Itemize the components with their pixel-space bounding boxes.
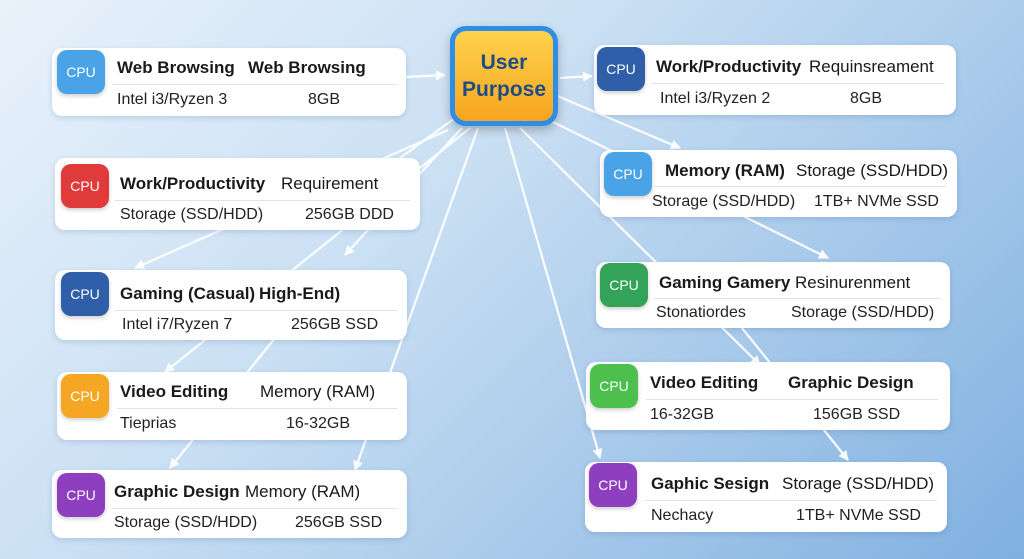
card-row2-left: Storage (SSD/HDD) [652,193,796,210]
card-row2-left: 16-32GB [650,406,715,423]
card-title-extra: Requinsreament [809,57,934,76]
card-divider [112,508,397,509]
cpu-badge: CPU [604,152,652,196]
right-card-memory: CPU Memory (RAM) Storage (SSD/HDD) Stora… [600,150,957,217]
cpu-badge: CPU [61,164,109,208]
cpu-badge: CPU [589,463,637,507]
card-title: Work/Productivity [656,57,802,76]
right-card-graphic-design: CPU Gaphic Sesign Storage (SSD/HDD) Nech… [585,462,947,532]
hub-label-line2: Purpose [461,78,547,101]
card-row2-left: Storage (SSD/HDD) [114,514,258,531]
cpu-badge: CPU [590,364,638,408]
user-purpose-node: User Purpose [450,26,558,126]
card-title-extra: Graphic Design [788,373,914,392]
cpu-badge: CPU [57,50,105,94]
card-title-extra: High-End) [259,284,341,303]
card-title-extra: Memory (RAM) [260,382,376,401]
card-row2-right: 256GB SSD [295,514,383,531]
card-title-extra: Web Browsing [248,58,366,77]
card-title: Web Browsing [117,58,235,77]
card-title-extra: Storage (SSD/HDD) [796,161,949,180]
card-row2-left: Tieprias [120,415,177,432]
card-row2-left: Nechacy [651,507,714,524]
card-row2-right: 16-32GB [286,415,351,432]
card-title-extra: Memory (RAM) [245,482,361,501]
card-row2-left: Intel i3/Ryzen 2 [660,90,771,107]
card-row2-right: 256GB SSD [291,316,379,333]
arrow-to-right-card-2 [554,93,681,150]
card-divider [115,200,410,201]
card-row2-left: Stonatiordes [656,304,746,321]
left-card-graphic-design: CPU Graphic Design Memory (RAM) Storage … [52,470,407,538]
right-card-gaming: CPU Gaming Gamery Resinurenment Stonatio… [596,262,950,328]
card-title: Work/Productivity [120,174,266,193]
card-title: Graphic Design [114,482,240,501]
card-row2-right: 1TB+ NVMe SSD [814,193,939,210]
left-card-web-browsing: CPU Web Browsing Web Browsing Intel i3/R… [52,48,406,116]
cpu-badge: CPU [61,272,109,316]
arrow-to-right-card-1 [559,71,593,82]
card-title: Gaming Gamery [659,273,791,292]
card-title-extra: Resinurenment [795,273,911,292]
card-title-extra: Requirement [281,174,379,193]
arrow-to-left-card-1 [404,70,446,81]
card-row2-right: 156GB SSD [813,406,901,423]
right-card-work-productivity: CPU Work/Productivity Requinsreament Int… [594,45,956,115]
card-row2-right: 8GB [308,91,341,108]
arrow-to-right-card-5 [503,127,603,459]
card-row2-right: 8GB [850,90,883,107]
card-row2-left: Storage (SSD/HDD) [120,206,264,223]
right-card-video-editing: CPU Video Editing Graphic Design 16-32GB… [586,362,950,430]
cpu-badge: CPU [597,47,645,91]
cpu-badge: CPU [600,263,648,307]
card-title: Gaphic Sesign [651,474,770,493]
card-title: Video Editing [650,373,759,392]
card-row2-right: 1TB+ NVMe SSD [796,507,921,524]
card-row2-left: Intel i3/Ryzen 3 [117,91,228,108]
card-row2-right: Storage (SSD/HDD) [791,304,935,321]
card-row2-left: Intel i7/Ryzen 7 [122,316,233,333]
card-divider [654,298,940,299]
card-title: Video Editing [120,382,229,401]
card-title-extra: Storage (SSD/HDD) [782,474,935,493]
card-divider [646,399,938,400]
card-title: Gaming (Casual) [120,284,256,303]
card-divider [112,84,397,85]
left-card-work-productivity: CPU Work/Productivity Requirement Storag… [55,158,420,230]
card-title: Memory (RAM) [665,161,785,180]
left-card-video-editing: CPU Video Editing Memory (RAM) Tieprias … [57,372,407,440]
card-divider [654,186,946,187]
card-row2-right: 256GB DDD [305,206,394,223]
card-divider [652,83,944,84]
card-divider [115,310,397,311]
cpu-badge: CPU [61,374,109,418]
left-card-gaming: CPU Gaming (Casual) High-End) Intel i7/R… [55,270,407,340]
cpu-badge: CPU [57,473,105,517]
card-divider [645,500,937,501]
card-divider [117,408,397,409]
hub-label-line1: User [480,51,528,74]
